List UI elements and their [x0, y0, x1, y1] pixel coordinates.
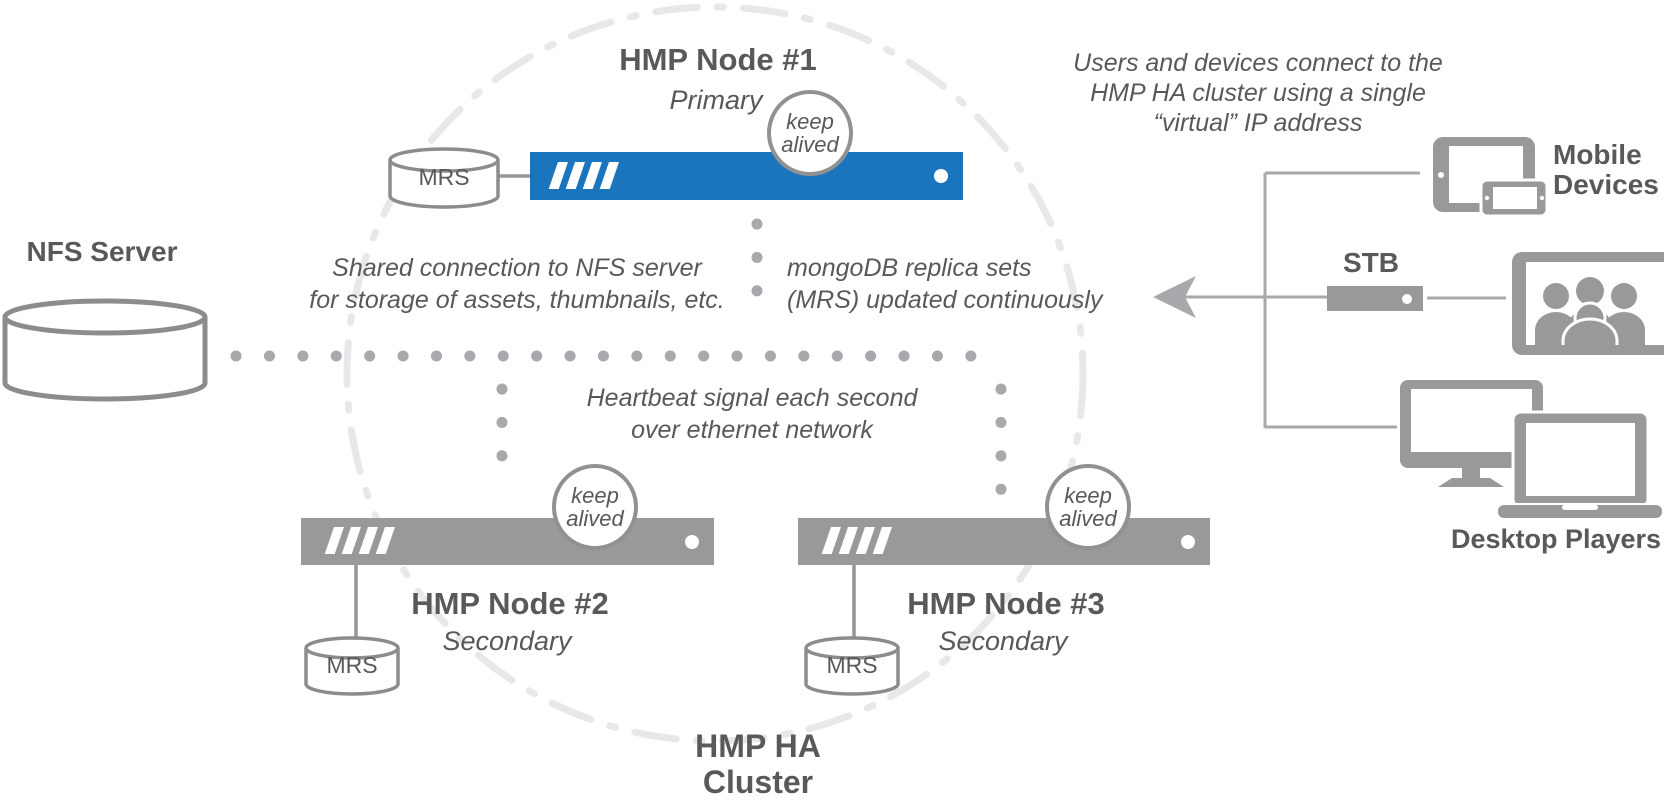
tablet-and-phone-icon — [1433, 137, 1549, 218]
node1-mrs-label: MRS — [418, 164, 470, 190]
cluster-caption-line1: HMP HA — [695, 728, 821, 764]
node2-role: Secondary — [442, 626, 572, 656]
keepalive-text: keep — [786, 109, 834, 134]
node3-role: Secondary — [938, 626, 1068, 656]
left-arrow-icon — [1153, 276, 1196, 318]
virtual-ip-note: Users and devices connect to the HMP HA … — [1073, 48, 1443, 138]
nfs-database-cylinder-icon — [2, 298, 208, 402]
heartbeat-note: Heartbeat signal each second over ethern… — [587, 382, 918, 446]
note-line: Users and devices connect to the — [1073, 49, 1443, 77]
keepalive-text: keep — [571, 483, 619, 508]
node3-slashes — [821, 527, 892, 554]
note-line: (MRS) updated continuously — [787, 286, 1103, 314]
node2-mrs-cylinder-icon — [304, 636, 400, 696]
keepalive-text: alived — [781, 132, 839, 157]
cluster-ring-icon — [343, 3, 1087, 745]
device-connector-lines — [1180, 171, 1506, 429]
dotted-network-lines — [230, 218, 1008, 496]
set-top-box-icon — [1327, 286, 1423, 311]
cluster-caption-line2: Cluster — [702, 764, 814, 800]
tv-with-audience-icon — [1512, 252, 1664, 355]
node1-title: HMP Node #1 — [619, 42, 817, 77]
node3-mrs-cylinder-icon — [804, 636, 900, 696]
nfs-server-label: NFS Server — [26, 236, 178, 267]
node1-slashes — [548, 162, 619, 189]
note-line: over ethernet network — [631, 416, 873, 444]
node1-led-dot — [934, 169, 948, 183]
note-line: for storage of assets, thumbnails, etc. — [309, 286, 725, 314]
node3-mrs-label: MRS — [826, 652, 878, 678]
keepalive-text: alived — [566, 506, 624, 531]
device-label-line: Mobile — [1553, 139, 1642, 170]
node2-server-bar-icon — [301, 518, 714, 565]
node2-mrs-label: MRS — [326, 652, 378, 678]
laptop-icon — [1496, 410, 1664, 520]
note-line: Heartbeat signal each second — [586, 384, 918, 412]
note-line: mongoDB replica sets — [787, 254, 1032, 282]
node2-keepalive-badge: keep alived — [552, 464, 638, 550]
shared-connection-note: Shared connection to NFS server for stor… — [309, 252, 724, 316]
node3-led-dot — [1181, 535, 1195, 549]
node3-title: HMP Node #3 — [907, 586, 1105, 621]
note-line: Shared connection to NFS server — [332, 254, 702, 282]
node1-mrs-cylinder-icon — [388, 147, 500, 209]
node1-role: Primary — [669, 85, 763, 115]
node3-keepalive-badge: keep alived — [1045, 464, 1131, 550]
node1-keepalive-badge: keep alived — [767, 90, 853, 176]
node1-server-bar-icon — [530, 152, 963, 200]
stb-label: STB — [1343, 247, 1399, 278]
desktop-players-label: Desktop Players — [1450, 524, 1662, 554]
mobile-devices-label: Mobile Devices — [1553, 140, 1659, 200]
device-label-line: Devices — [1553, 169, 1659, 200]
keepalive-text: alived — [1059, 506, 1117, 531]
audience-silhouettes — [1535, 277, 1645, 345]
note-line: HMP HA cluster using a single — [1090, 79, 1426, 107]
node2-led-dot — [685, 535, 699, 549]
node2-title: HMP Node #2 — [411, 586, 609, 621]
note-line: “virtual” IP address — [1153, 109, 1363, 137]
keepalive-text: keep — [1064, 483, 1112, 508]
node2-slashes — [324, 527, 395, 554]
mongodb-replica-note: mongoDB replica sets (MRS) updated conti… — [787, 252, 1102, 316]
node3-server-bar-icon — [798, 518, 1210, 565]
